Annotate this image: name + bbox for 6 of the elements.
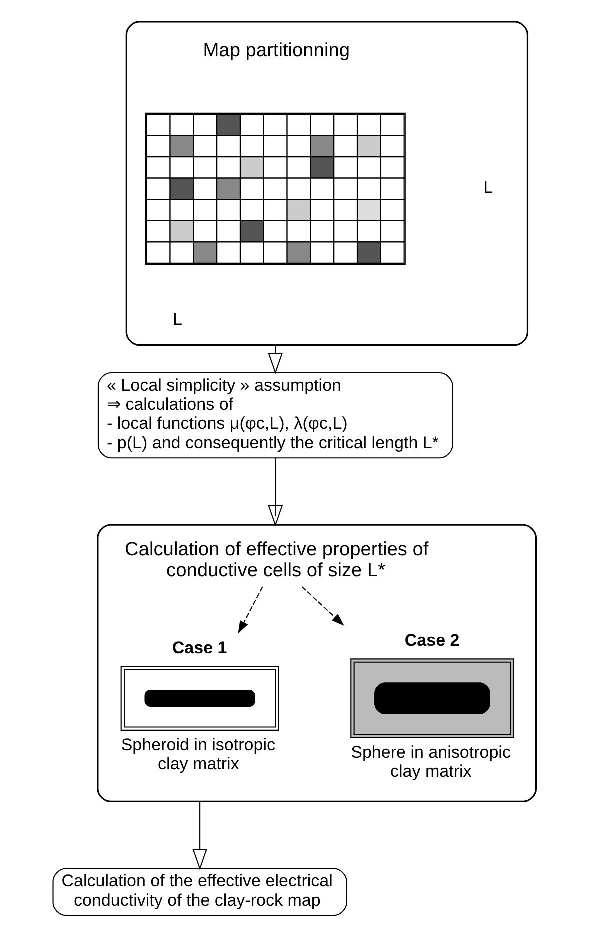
node-label: Case 1 — [172, 638, 227, 658]
node-label: Spheroid in isotropic clay matrix — [120, 734, 276, 774]
label: L — [483, 178, 493, 197]
node-label: Sphere in anisotropic clay matrix — [350, 742, 510, 781]
label: L — [172, 309, 182, 328]
node-label: Case 2 — [404, 630, 460, 650]
